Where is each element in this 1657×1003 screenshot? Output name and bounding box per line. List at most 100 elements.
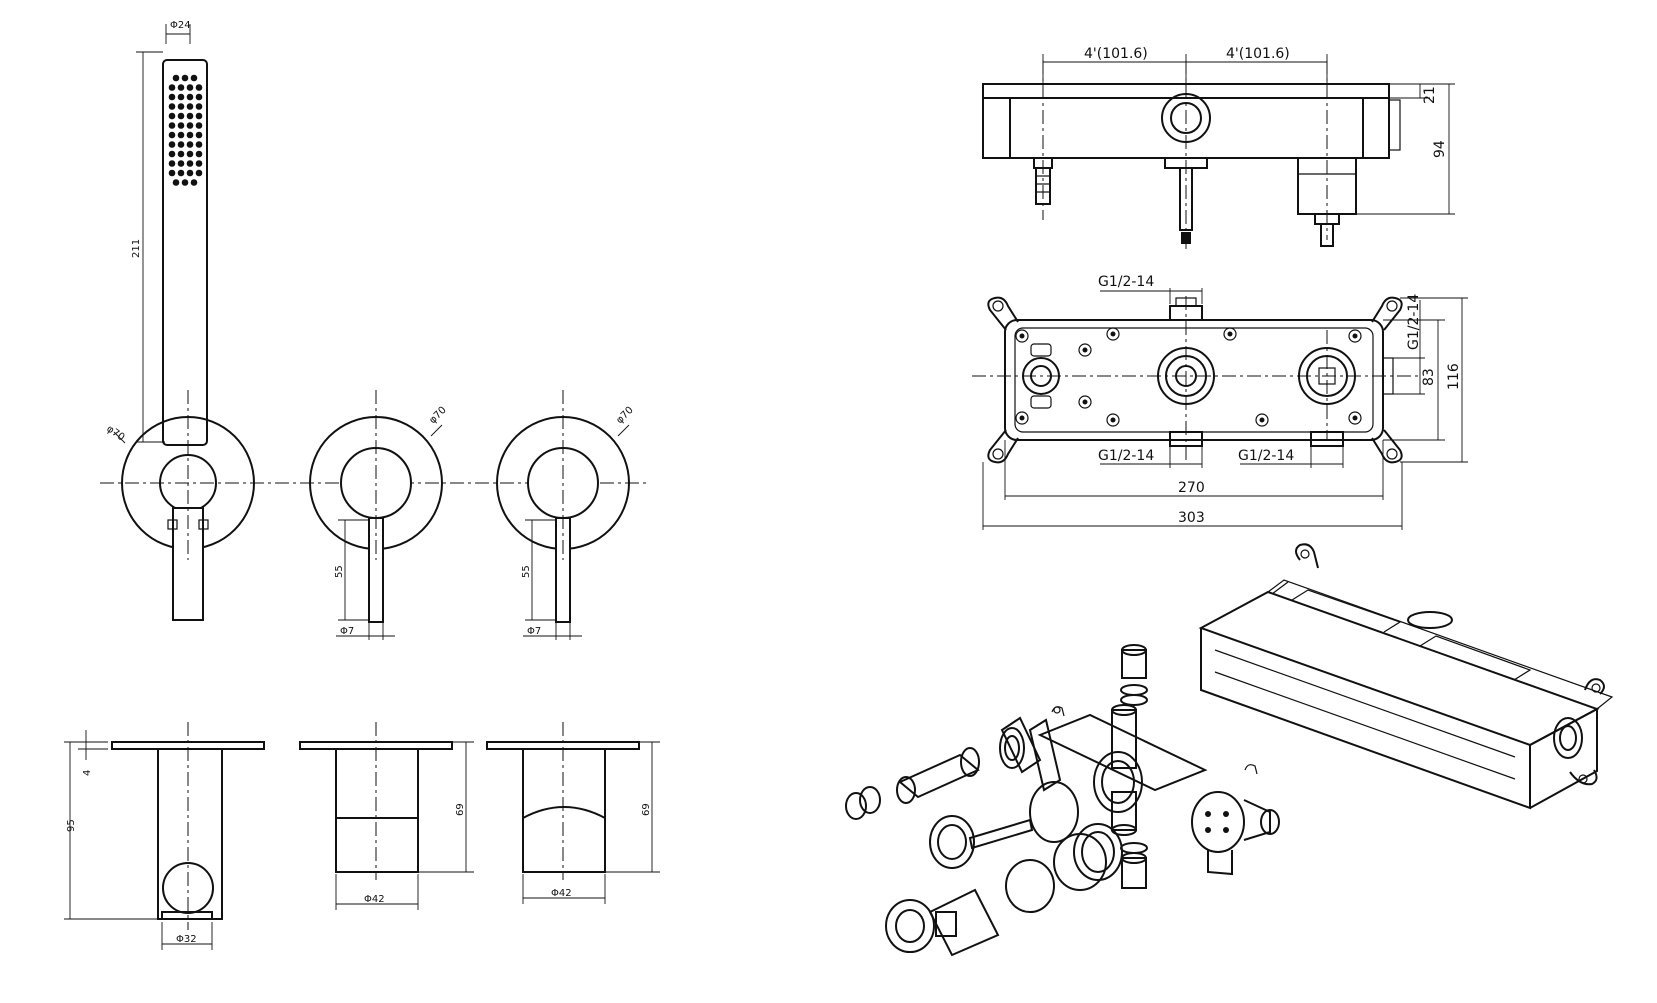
profile-handset-height: 95 [66,819,77,832]
box-spacing-right: 4'(101.6) [1226,46,1290,62]
valve1-flange-dia: φ70 [427,405,448,426]
spray-nozzle [168,93,176,101]
valve1-front-view: φ70 55 Φ7 [309,390,449,640]
valve1-body-dia: Φ42 [364,894,385,905]
spray-nozzle [195,169,203,177]
iso-box [1198,543,1614,810]
box-hole [1078,343,1092,357]
box-hole-center [1110,417,1116,423]
box-hole [1348,329,1362,343]
handset-dia-label: Φ24 [170,20,191,31]
spray-nozzle [186,93,194,101]
spray-nozzle [195,84,203,91]
spray-nozzle [168,169,176,177]
spray-nozzle [195,122,203,129]
box-hole [1015,329,1029,343]
spray-nozzle [168,160,176,167]
valve2-depth: 69 [641,803,652,816]
spray-nozzle [168,150,176,158]
mounting-ear-tr [1371,296,1403,331]
box-hole-center [1352,415,1358,421]
iso-fittings [845,644,1148,957]
iso-valve-body [999,704,1280,876]
box-holes [1015,327,1362,427]
spray-nozzle [168,112,176,120]
valve2-profile-view: 69 Φ42 [486,722,660,904]
spray-nozzle [177,131,185,139]
box-hole-center [1259,417,1265,423]
spray-nozzle [186,150,194,158]
box-hole [1106,327,1120,341]
spray-nozzle [195,150,203,158]
spray-nozzle [195,141,203,148]
port-right-label: G1/2-14 [1406,294,1422,350]
box-height-inner: 83 [1421,368,1437,386]
mounting-ear-br [1371,429,1403,464]
spray-nozzle [177,141,185,148]
port-bottom-left-label: G1/2-14 [1098,448,1154,464]
spray-nozzle [177,122,185,129]
spray-nozzle [168,84,176,91]
valve1-lever-length: 55 [334,565,345,578]
profile-handset-base-dia: Φ32 [176,934,197,945]
spray-nozzle [177,169,185,177]
box-hole [1106,413,1120,427]
valve1-depth: 69 [455,803,466,816]
spray-nozzle [177,103,185,110]
spray-nozzle [186,112,194,120]
box-depth-small: 21 [1422,86,1438,104]
spray-nozzle [195,93,203,101]
box-hole-center [1019,333,1025,339]
valve1-lever-dia: Φ7 [340,626,354,637]
spray-nozzle [168,141,176,148]
box-hole [1015,411,1029,425]
spray-nozzle [195,112,203,120]
spray-nozzle [186,103,194,110]
spray-nozzle [168,122,176,129]
handset-profile-view: 4 95 Φ32 [64,722,265,950]
spray-nozzles [168,74,203,186]
box-hole-center [1082,399,1088,405]
valve2-lever-length: 55 [521,565,532,578]
box-height-outer: 116 [1446,363,1462,390]
spray-nozzle [186,122,194,129]
spray-nozzle [177,93,185,101]
spray-nozzle [181,179,189,186]
mounting-ear-tl [987,296,1019,331]
port-top-label: G1/2-14 [1098,274,1154,290]
box-hole-center [1082,347,1088,353]
box-hole [1078,395,1092,409]
handset-front-view: Φ24 211 φ70 [100,20,650,621]
spray-nozzle [172,74,180,82]
box-front-view: G1/2-14 G1/2-14 G1/2-14 G1/2-14 83 116 2… [972,274,1468,530]
box-spacing-left: 4'(101.6) [1084,46,1148,62]
spray-nozzle [190,74,198,82]
port-bottom-right-label: G1/2-14 [1238,448,1294,464]
spray-nozzle [186,141,194,148]
spray-nozzle [195,103,203,110]
box-hole-center [1110,331,1116,337]
spray-nozzle [177,112,185,120]
valve2-front-view: φ70 55 Φ7 [496,390,636,640]
spray-nozzle [195,160,203,167]
spray-nozzle [177,150,185,158]
handset-length-label: 211 [131,239,142,258]
box-top-view: 4'(101.6) 4'(101.6) 21 94 [982,46,1455,250]
box-width-outer: 303 [1178,510,1205,526]
profile-flange-thickness: 4 [82,770,93,776]
mounting-ear-bl [987,429,1019,464]
valve2-lever-dia: Φ7 [527,626,541,637]
spray-nozzle [186,160,194,167]
valve2-flange-dia: φ70 [614,405,635,426]
spray-nozzle [190,179,198,186]
exploded-isometric-view [845,543,1614,957]
box-hole [1223,327,1237,341]
box-hole [1255,413,1269,427]
box-hole-center [1227,331,1233,337]
spray-nozzle [195,131,203,139]
spray-nozzle [168,131,176,139]
valve2-body-dia: Φ42 [551,888,572,899]
spray-nozzle [172,179,180,186]
spray-nozzle [168,103,176,110]
